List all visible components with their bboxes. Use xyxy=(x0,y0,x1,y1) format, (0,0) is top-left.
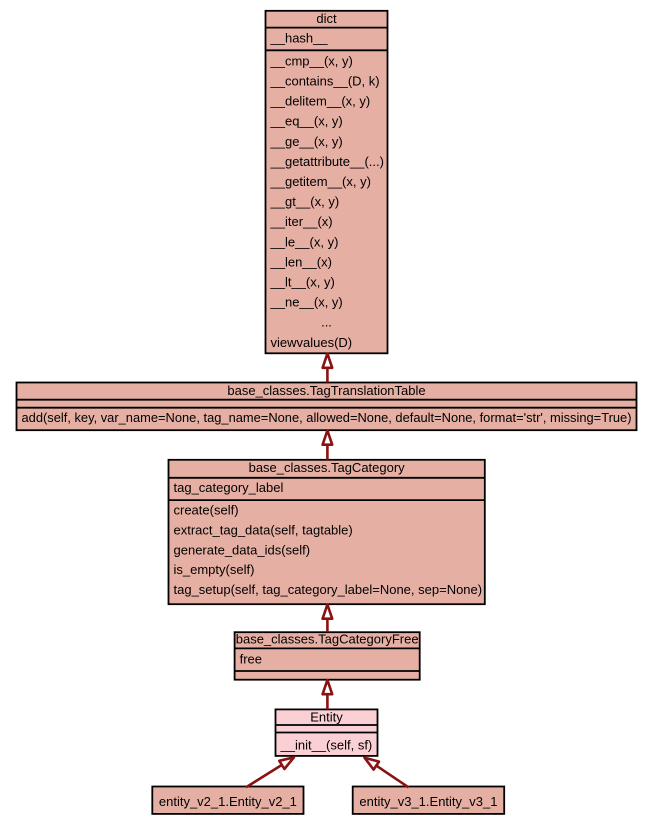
svg-text:dict: dict xyxy=(316,11,337,26)
svg-text:entity_v2_1.Entity_v2_1: entity_v2_1.Entity_v2_1 xyxy=(159,794,297,809)
svg-text:__init__(self, sf): __init__(self, sf) xyxy=(280,738,373,753)
svg-text:entity_v3_1.Entity_v3_1: entity_v3_1.Entity_v3_1 xyxy=(359,794,497,809)
svg-text:__hash__: __hash__ xyxy=(270,30,329,45)
svg-text:__contains__(D, k): __contains__(D, k) xyxy=(270,74,380,89)
svg-text:__eq__(x, y): __eq__(x, y) xyxy=(270,114,343,129)
svg-text:viewvalues(D): viewvalues(D) xyxy=(271,335,353,350)
svg-text:base_classes.TagCategoryFree: base_classes.TagCategoryFree xyxy=(236,632,419,647)
svg-text:free: free xyxy=(240,651,262,666)
svg-text:generate_data_ids(self): generate_data_ids(self) xyxy=(174,542,311,557)
svg-text:__getitem__(x, y): __getitem__(x, y) xyxy=(270,174,371,189)
svg-text:tag_setup(self, tag_category_l: tag_setup(self, tag_category_label=None,… xyxy=(174,582,483,597)
svg-text:__len__(x): __len__(x) xyxy=(270,254,332,269)
svg-text:...: ... xyxy=(321,315,332,330)
svg-text:__getattribute__(...): __getattribute__(...) xyxy=(270,154,384,169)
svg-text:tag_category_label: tag_category_label xyxy=(174,480,284,495)
svg-text:add(self, key, var_name=None,: add(self, key, var_name=None, tag_name=N… xyxy=(22,410,632,425)
svg-text:__delitem__(x, y): __delitem__(x, y) xyxy=(270,94,371,109)
svg-text:__iter__(x): __iter__(x) xyxy=(270,214,333,229)
svg-text:__gt__(x, y): __gt__(x, y) xyxy=(270,194,340,209)
svg-text:base_classes.TagCategory: base_classes.TagCategory xyxy=(249,460,406,475)
svg-text:Entity: Entity xyxy=(310,710,343,725)
svg-text:__le__(x, y): __le__(x, y) xyxy=(270,234,339,249)
svg-text:__ge__(x, y): __ge__(x, y) xyxy=(270,134,343,149)
svg-text:create(self): create(self) xyxy=(174,503,239,518)
svg-text:__lt__(x, y): __lt__(x, y) xyxy=(270,275,335,290)
svg-text:extract_tag_data(self, tagtabl: extract_tag_data(self, tagtable) xyxy=(174,523,353,538)
svg-text:is_empty(self): is_empty(self) xyxy=(174,562,255,577)
svg-text:__ne__(x, y): __ne__(x, y) xyxy=(270,295,343,310)
svg-text:__cmp__(x, y): __cmp__(x, y) xyxy=(270,53,353,68)
svg-text:base_classes.TagTranslationTab: base_classes.TagTranslationTable xyxy=(227,383,425,398)
